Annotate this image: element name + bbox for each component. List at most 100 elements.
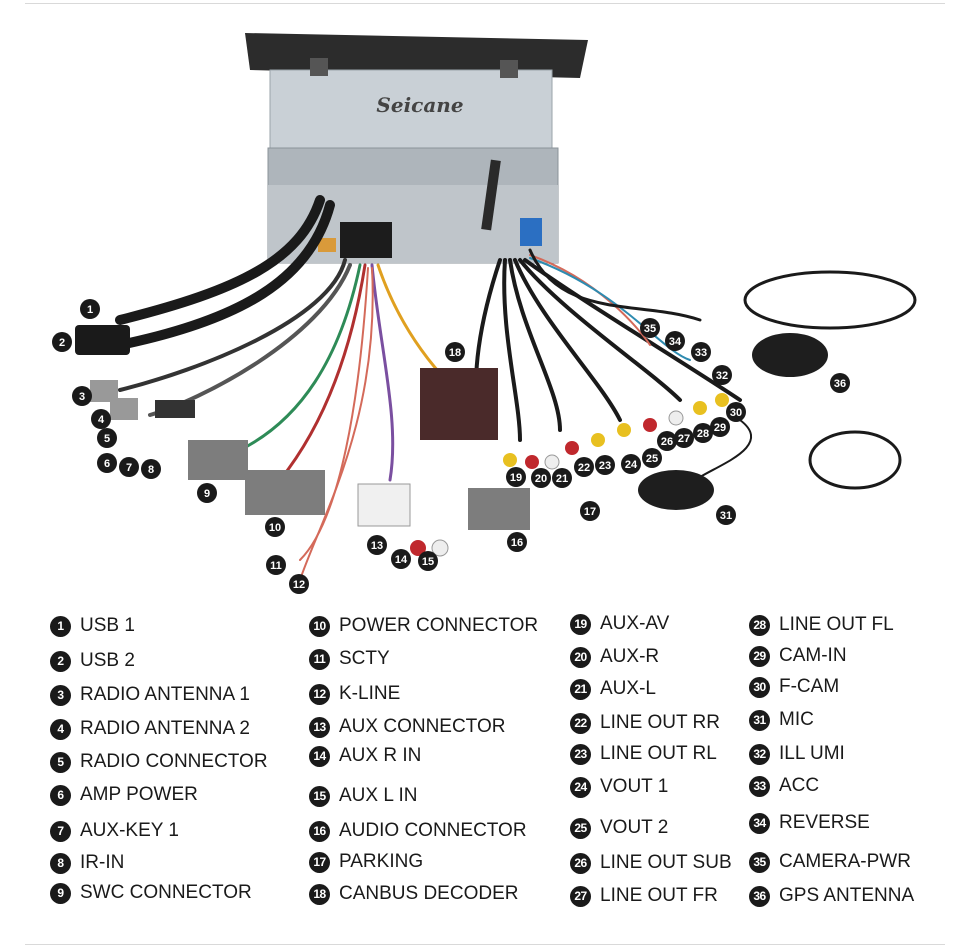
- callout-number: 33: [695, 347, 707, 359]
- callout-number: 36: [834, 378, 846, 390]
- callout-marker: [830, 373, 850, 393]
- callout-number: 12: [293, 579, 305, 591]
- head-unit: [245, 33, 588, 264]
- legend-label: AUX-L: [600, 678, 656, 699]
- callout-number: 2: [59, 337, 65, 349]
- callout-marker: [418, 551, 438, 571]
- legend-number-badge: 11: [309, 648, 330, 670]
- legend-label: USB 2: [80, 650, 135, 671]
- legend-label: ACC: [779, 775, 820, 796]
- legend-label: AUX CONNECTOR: [339, 716, 506, 737]
- legend-item: 6 AMP POWER: [50, 783, 198, 807]
- callout-number: 10: [269, 522, 281, 534]
- callout-marker: [91, 409, 111, 429]
- legend-label: RADIO ANTENNA 2: [80, 718, 250, 739]
- callout-number: 31: [720, 510, 732, 522]
- callout-marker: [580, 501, 600, 521]
- legend-label: AUX-AV: [600, 613, 670, 634]
- callout-number: 29: [714, 422, 726, 434]
- legend-number-badge: 13: [309, 716, 330, 738]
- callout-number: 26: [661, 436, 673, 448]
- connectors: [75, 270, 917, 557]
- legend-number-badge: 5: [50, 751, 71, 773]
- callout-marker: [640, 318, 660, 338]
- callout-number: 6: [104, 458, 110, 470]
- legend-number-badge: 6: [50, 784, 71, 806]
- callout-marker: [367, 535, 387, 555]
- callout-number: 13: [371, 540, 383, 552]
- legend-number-badge: 28: [749, 614, 770, 636]
- legend-number-badge: 21: [570, 678, 591, 700]
- legend-number-badge: 14: [309, 745, 330, 767]
- callout-number: 7: [126, 462, 132, 474]
- legend-label: LINE OUT FL: [779, 614, 894, 635]
- legend-number-badge: 18: [309, 883, 330, 905]
- callout-marker: [665, 331, 685, 351]
- callout-number: 19: [510, 472, 522, 484]
- legend-number-badge: 29: [749, 645, 770, 667]
- callout-marker: [693, 423, 713, 443]
- legend-number-badge: 32: [749, 743, 770, 765]
- callout-number: 15: [422, 556, 434, 568]
- callout-number: 1: [87, 304, 93, 316]
- legend-label: CAMERA-PWR: [779, 851, 911, 872]
- legend-label: LINE OUT RR: [600, 712, 721, 733]
- legend-label: AMP POWER: [80, 784, 198, 805]
- legend-label: AUDIO CONNECTOR: [339, 820, 527, 841]
- legend-number-badge: 23: [570, 743, 591, 765]
- legend-number-badge: 33: [749, 775, 770, 797]
- callout-number: 34: [669, 336, 682, 348]
- legend-label: LINE OUT FR: [600, 885, 718, 906]
- legend-number-badge: 15: [309, 785, 330, 807]
- callout-number: 30: [730, 407, 742, 419]
- callout-marker: [595, 455, 615, 475]
- callout-marker: [97, 428, 117, 448]
- legend-item: 29 CAM-IN: [749, 644, 847, 668]
- callout-number: 25: [646, 453, 658, 465]
- legend-item: 13 AUX CONNECTOR: [309, 715, 505, 739]
- legend-item: 32 ILL UMI: [749, 742, 845, 766]
- callout-number: 17: [584, 506, 596, 518]
- callout-marker: [266, 555, 286, 575]
- callout-marker: [97, 453, 117, 473]
- top-divider: [25, 3, 945, 4]
- legend-item: 19 AUX-AV: [570, 612, 669, 636]
- legend-label: REVERSE: [779, 812, 870, 833]
- legend-number-badge: 20: [570, 646, 591, 668]
- legend-number-badge: 9: [50, 882, 71, 904]
- callout-number: 27: [678, 433, 690, 445]
- legend-number-badge: 8: [50, 852, 71, 874]
- legend-number-badge: 36: [749, 885, 770, 907]
- callout-marker: [552, 468, 572, 488]
- legend-label: CAM-IN: [779, 645, 847, 666]
- legend-label: AUX-KEY 1: [80, 820, 179, 841]
- legend-label: ILL UMI: [779, 743, 845, 764]
- callout-marker: [657, 431, 677, 451]
- callout-marker: [72, 386, 92, 406]
- callout-marker: [52, 332, 72, 352]
- legend-label: USB 1: [80, 615, 135, 636]
- callout-number: 24: [625, 459, 638, 471]
- callout-number: 22: [578, 462, 590, 474]
- legend-label: MIC: [779, 709, 814, 730]
- callout-marker: [445, 342, 465, 362]
- legend-label: GPS ANTENNA: [779, 885, 915, 906]
- callout-marker: [642, 448, 662, 468]
- legend-number-badge: 19: [570, 613, 591, 635]
- legend-number-badge: 27: [570, 885, 591, 907]
- cable-harness: [115, 195, 752, 581]
- callout-number: 28: [697, 428, 709, 440]
- callout-marker: [531, 468, 551, 488]
- wiring-diagram: Seicane: [52, 33, 917, 594]
